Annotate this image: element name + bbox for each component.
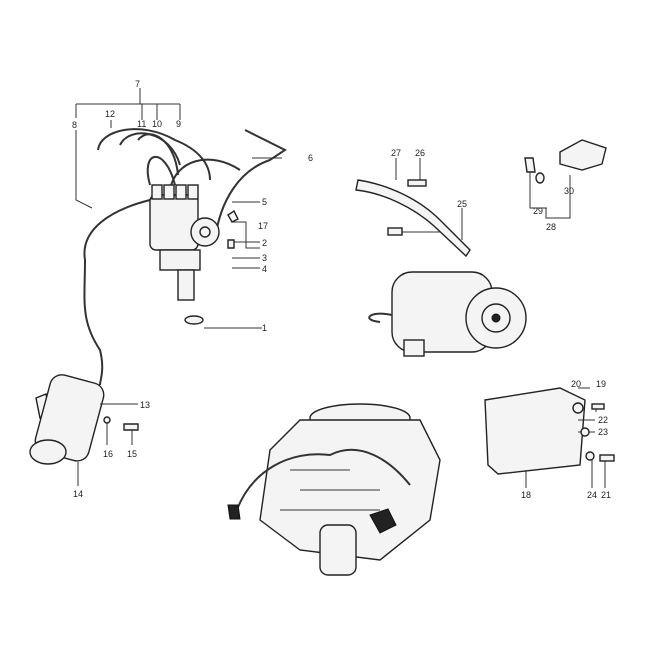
- label-5: 5: [262, 197, 267, 207]
- label-12: 12: [105, 109, 115, 119]
- label-30: 30: [564, 186, 574, 196]
- label-2: 2: [262, 238, 267, 248]
- label-11: 11: [137, 119, 146, 129]
- heat-shield: [484, 387, 615, 488]
- label-20: 20: [571, 379, 581, 389]
- ignition-coil: [29, 374, 139, 486]
- label-16: 16: [103, 449, 113, 459]
- alternator: [368, 271, 527, 357]
- label-24: 24: [587, 490, 597, 500]
- label-29: 29: [533, 206, 543, 216]
- distributor-assembly: [75, 88, 287, 386]
- label-1: 1: [262, 323, 267, 333]
- label-15: 15: [127, 449, 137, 459]
- alternator-bracket: [355, 139, 607, 258]
- label-21: 21: [601, 490, 611, 500]
- engine-block: [227, 403, 441, 576]
- label-13: 13: [140, 400, 150, 410]
- label-8: 8: [72, 120, 77, 130]
- label-22: 22: [598, 415, 608, 425]
- part-number-labels: 7 8 12 11 10 9 6 5 17 2 3 4 1 13 14 16 1…: [72, 79, 611, 500]
- label-10: 10: [152, 119, 162, 129]
- label-14: 14: [73, 489, 83, 499]
- label-4: 4: [262, 264, 267, 274]
- label-28: 28: [546, 222, 556, 232]
- label-27: 27: [391, 148, 401, 158]
- label-25: 25: [457, 199, 467, 209]
- label-23: 23: [598, 427, 608, 437]
- label-9: 9: [176, 119, 181, 129]
- label-3: 3: [262, 253, 267, 263]
- label-6: 6: [308, 153, 313, 163]
- label-7: 7: [135, 79, 140, 89]
- label-17: 17: [258, 221, 268, 231]
- label-26: 26: [415, 148, 425, 158]
- label-19: 19: [596, 379, 606, 389]
- label-18: 18: [521, 490, 531, 500]
